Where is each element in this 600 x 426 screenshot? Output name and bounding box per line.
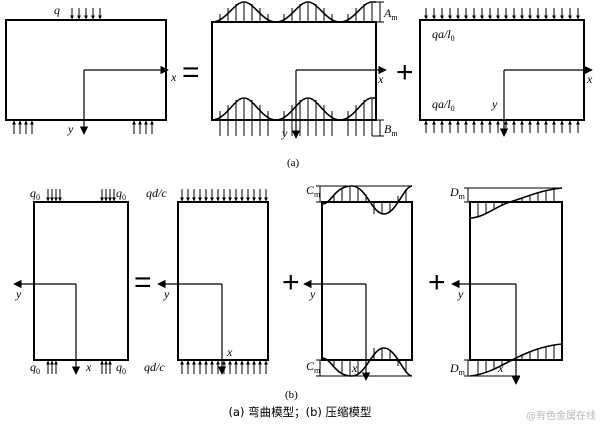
y-axis-label: y (15, 287, 22, 301)
bottom-load-hatch (219, 99, 373, 136)
panel-a1: q x y (5, 3, 177, 136)
x-axis-label: x (586, 72, 593, 86)
q-label: q (54, 3, 60, 17)
Dm-top-label: Dm (449, 185, 466, 201)
qa-l0-top-label: qa/l0 (432, 27, 455, 43)
load-arrows-top (70, 8, 102, 20)
Cm-top-label: Cm (306, 183, 321, 199)
q0-top-right: q0 (116, 186, 126, 202)
plus-sign-2: + (428, 266, 446, 299)
top-cosine-load (469, 187, 563, 219)
support-arrows-bottom-left (12, 120, 34, 134)
x-axis-label: x (497, 361, 504, 375)
y-axis-label: y (309, 287, 316, 301)
q0-top-left: q0 (30, 186, 40, 202)
panel-b3: Cm Cm y x (303, 183, 413, 381)
x-axis-label: x (351, 361, 358, 375)
caption-b: (b) (285, 389, 298, 401)
column-rect (33, 201, 129, 361)
bottom-load-hatch (477, 345, 555, 375)
support-arrows-bottom-right (132, 120, 154, 134)
top-load-hatch (219, 3, 373, 22)
Am-label: Am (383, 6, 398, 22)
y-axis-label: y (457, 287, 464, 301)
bottom-left-load (46, 360, 58, 374)
plus-sign: + (396, 56, 414, 89)
x-axis-label: x (226, 345, 233, 359)
Dm-bottom-label: Dm (449, 361, 466, 377)
top-sine-load (211, 1, 376, 23)
top-uniform-load (424, 8, 580, 20)
top-right-load (100, 189, 116, 202)
panel-b4: Dm Dm y x (449, 185, 563, 385)
beam-rect (211, 21, 377, 121)
top-load-hatch (333, 187, 407, 214)
plus-sign: + (282, 266, 300, 299)
panel-a2: Am Bm x y (211, 1, 398, 140)
top-uniform-load (180, 189, 268, 202)
y-axis-label: y (281, 126, 288, 140)
figure-caption: (a) 弯曲模型；(b) 压缩模型 (228, 405, 371, 419)
bottom-right-load (100, 360, 112, 374)
q0-bottom-left: q0 (30, 360, 40, 376)
bottom-sine-reaction (211, 97, 376, 121)
qd-c-bottom-label: qd/c (144, 360, 165, 374)
y-axis-label: y (491, 97, 498, 111)
q0-bottom-right: q0 (116, 360, 126, 376)
caption-a: (a) (287, 157, 300, 169)
bottom-uniform-load (180, 360, 268, 374)
column-rect (177, 201, 269, 361)
bottom-uniform-reaction (424, 120, 580, 133)
Cm-bottom-label: Cm (306, 359, 321, 375)
x-axis-label: x (170, 70, 177, 84)
bottom-cosine-load (469, 343, 563, 377)
panel-b2: qd/c qd/c y x (144, 186, 269, 375)
qa-l0-bottom-label: qa/l0 (432, 97, 455, 113)
y-axis-label: y (67, 122, 74, 136)
x-axis-label: x (377, 72, 384, 86)
top-load-hatch (477, 189, 555, 217)
equals-sign: = (134, 266, 152, 299)
Bm-label: Bm (384, 122, 398, 138)
column-rect (321, 201, 413, 361)
qd-c-top-label: qd/c (146, 186, 167, 200)
panel-a3: qa/l0 qa/l0 x y (419, 8, 593, 137)
watermark: @有色金属在线 (526, 409, 596, 422)
top-left-load (46, 189, 62, 202)
y-axis-label: y (163, 287, 170, 301)
panel-b1: q0 q0 q0 q0 y x (13, 186, 129, 376)
x-axis-label: x (85, 360, 92, 374)
equals-sign: = (182, 56, 200, 89)
